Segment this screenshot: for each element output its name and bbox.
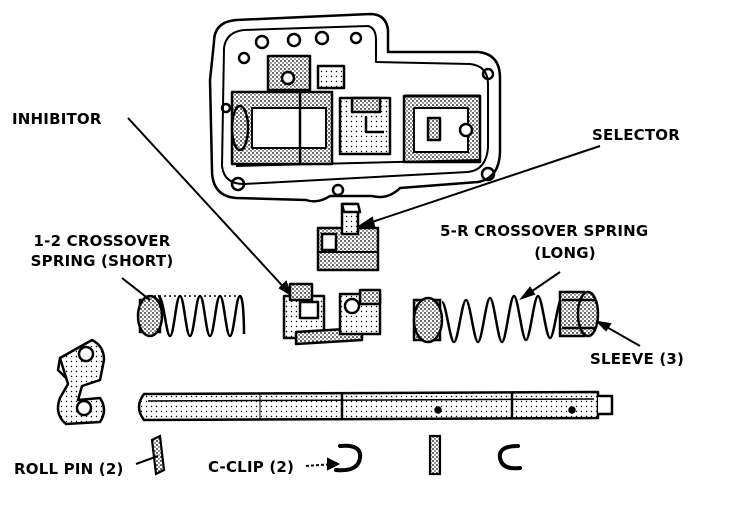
label-selector: SELECTOR [592,126,680,144]
roll-pin-2 [428,434,442,476]
shift-cover-housing [208,12,502,203]
label-long-spring-line1: 5-R CROSSOVER SPRING [440,222,649,240]
shift-rail [137,390,614,422]
label-short-spring-line2: SPRING (SHORT) [30,252,174,270]
label-short-spring-line1: 1-2 CROSSOVER [33,232,171,250]
selector-part [316,202,380,272]
shift-lever [56,338,106,426]
label-c-clip: C-CLIP (2) [208,458,295,476]
c-clip-2 [497,444,522,471]
label-sleeve: SLEEVE (3) [590,350,685,368]
roll-pin-1 [150,434,166,476]
label-inhibitor: INHIBITOR [12,110,102,128]
c-clip-1 [334,443,363,473]
long-crossover-spring [412,290,600,344]
leader-lines [121,117,641,471]
label-long-spring-line2: (LONG) [534,244,596,262]
label-roll-pin: ROLL PIN (2) [14,460,124,478]
inhibitor-part [282,282,382,346]
short-crossover-spring [136,294,246,338]
